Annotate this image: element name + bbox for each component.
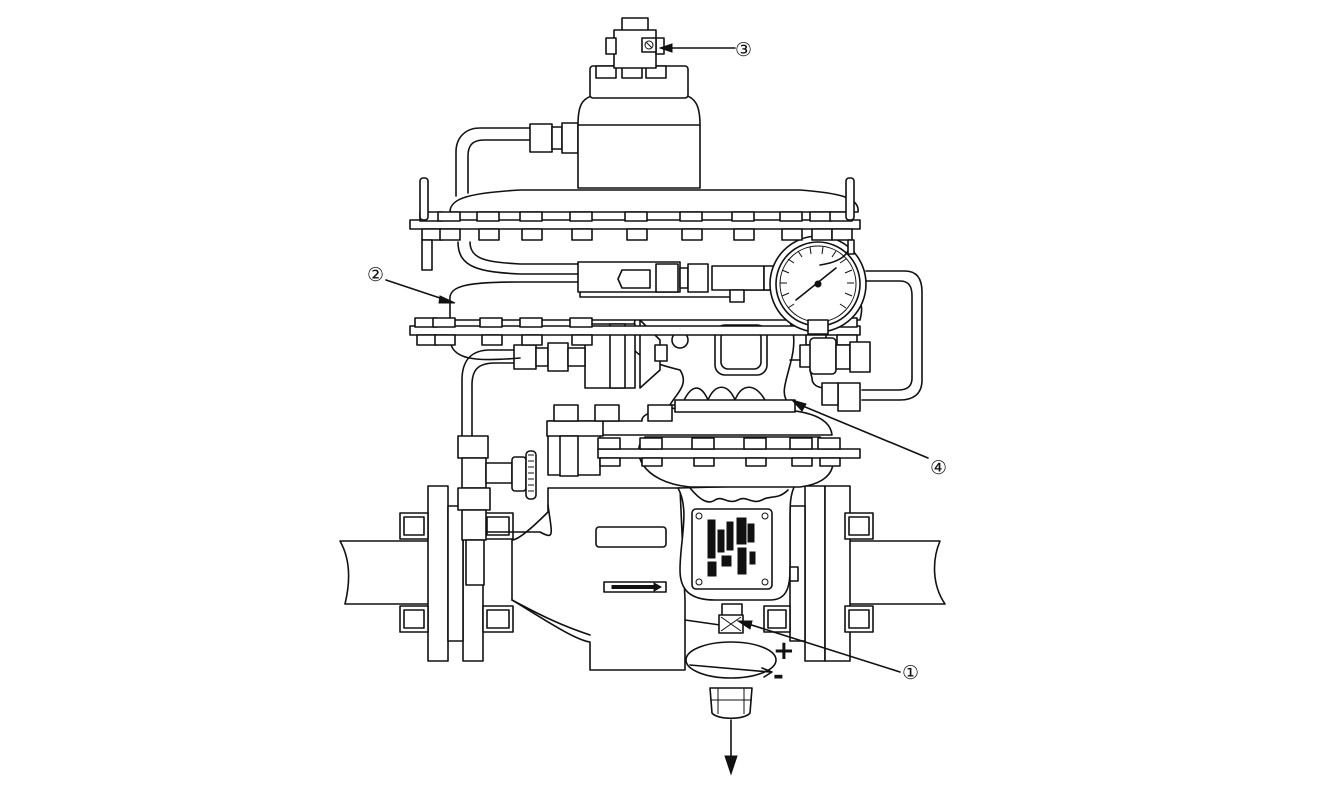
flow-direction-arrow-icon (603, 581, 667, 593)
downward-arrow-icon (724, 719, 738, 776)
removed-cap (709, 687, 753, 720)
right-fittings (789, 270, 923, 412)
inlet-flange (399, 485, 514, 662)
callout-1: ① (736, 620, 919, 684)
upper-middle-case (409, 281, 863, 361)
upper-fitting-row (577, 261, 779, 303)
nameplate-icon (691, 508, 773, 590)
callout-1-label: ① (902, 662, 919, 684)
callout-4: ④ (790, 399, 947, 479)
outlet-flange (763, 485, 874, 662)
inlet-pipe (339, 540, 431, 605)
manual-valve-assembly (457, 435, 552, 586)
callout-2: ② (367, 264, 456, 304)
top-adjusting-screw[interactable] (605, 17, 665, 69)
outlet-pipe (849, 540, 946, 605)
pressure-gauge-icon (769, 235, 867, 335)
adjusting-screw[interactable] (718, 603, 744, 634)
upper-diaphragm-case (409, 177, 861, 275)
side-plug (789, 566, 799, 582)
minus-sign: - (773, 661, 784, 691)
callout-4-label: ④ (930, 457, 947, 479)
callout-3: ③ (658, 39, 752, 61)
rotation-direction-indicator: + - (685, 636, 795, 691)
left-tee-fittings (513, 342, 586, 372)
plus-sign: + (773, 636, 795, 666)
callout-3-label: ③ (735, 39, 752, 61)
sensing-line-left (461, 349, 515, 441)
callout-2-label: ② (367, 264, 384, 286)
valve-body (511, 487, 721, 671)
upper-sensing-tube (455, 122, 579, 197)
spring-housing (577, 65, 701, 189)
middle-diaphragm-case (546, 404, 861, 488)
